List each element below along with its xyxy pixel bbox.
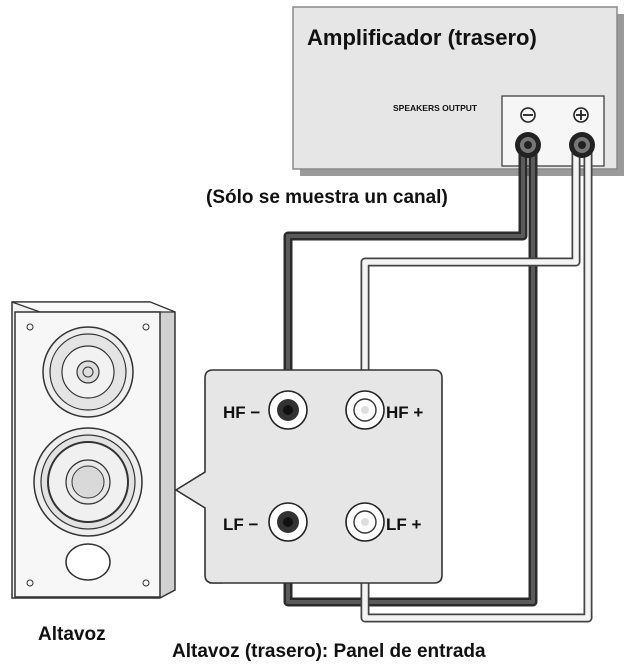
hf-plus-terminal (345, 390, 385, 430)
bass-port (65, 543, 111, 581)
panel-callout (174, 369, 443, 584)
speaker-cabinet (11, 301, 176, 599)
label-hf-plus: HF + (386, 403, 423, 422)
minus-icon (520, 107, 536, 123)
speaker-caption: Altavoz (38, 624, 106, 645)
tweeter (42, 326, 134, 418)
amp-terminal-plus (569, 132, 595, 158)
woofer (33, 427, 143, 537)
label-hf-minus: HF − (223, 403, 260, 422)
lf-minus-terminal (268, 502, 308, 542)
channel-note: (Sólo se muestra un canal) (206, 187, 448, 208)
amplifier-title: Amplificador (trasero) (307, 25, 537, 50)
panel-caption: Altavoz (trasero): Panel de entrada (172, 641, 486, 662)
plus-icon (573, 107, 589, 123)
speakers-output-label: SPEAKERS OUTPUT (393, 103, 478, 113)
hf-minus-terminal (268, 390, 308, 430)
amp-terminal-minus (515, 132, 541, 158)
lf-plus-terminal (345, 502, 385, 542)
label-lf-plus: LF + (386, 515, 421, 534)
label-lf-minus: LF − (223, 515, 258, 534)
